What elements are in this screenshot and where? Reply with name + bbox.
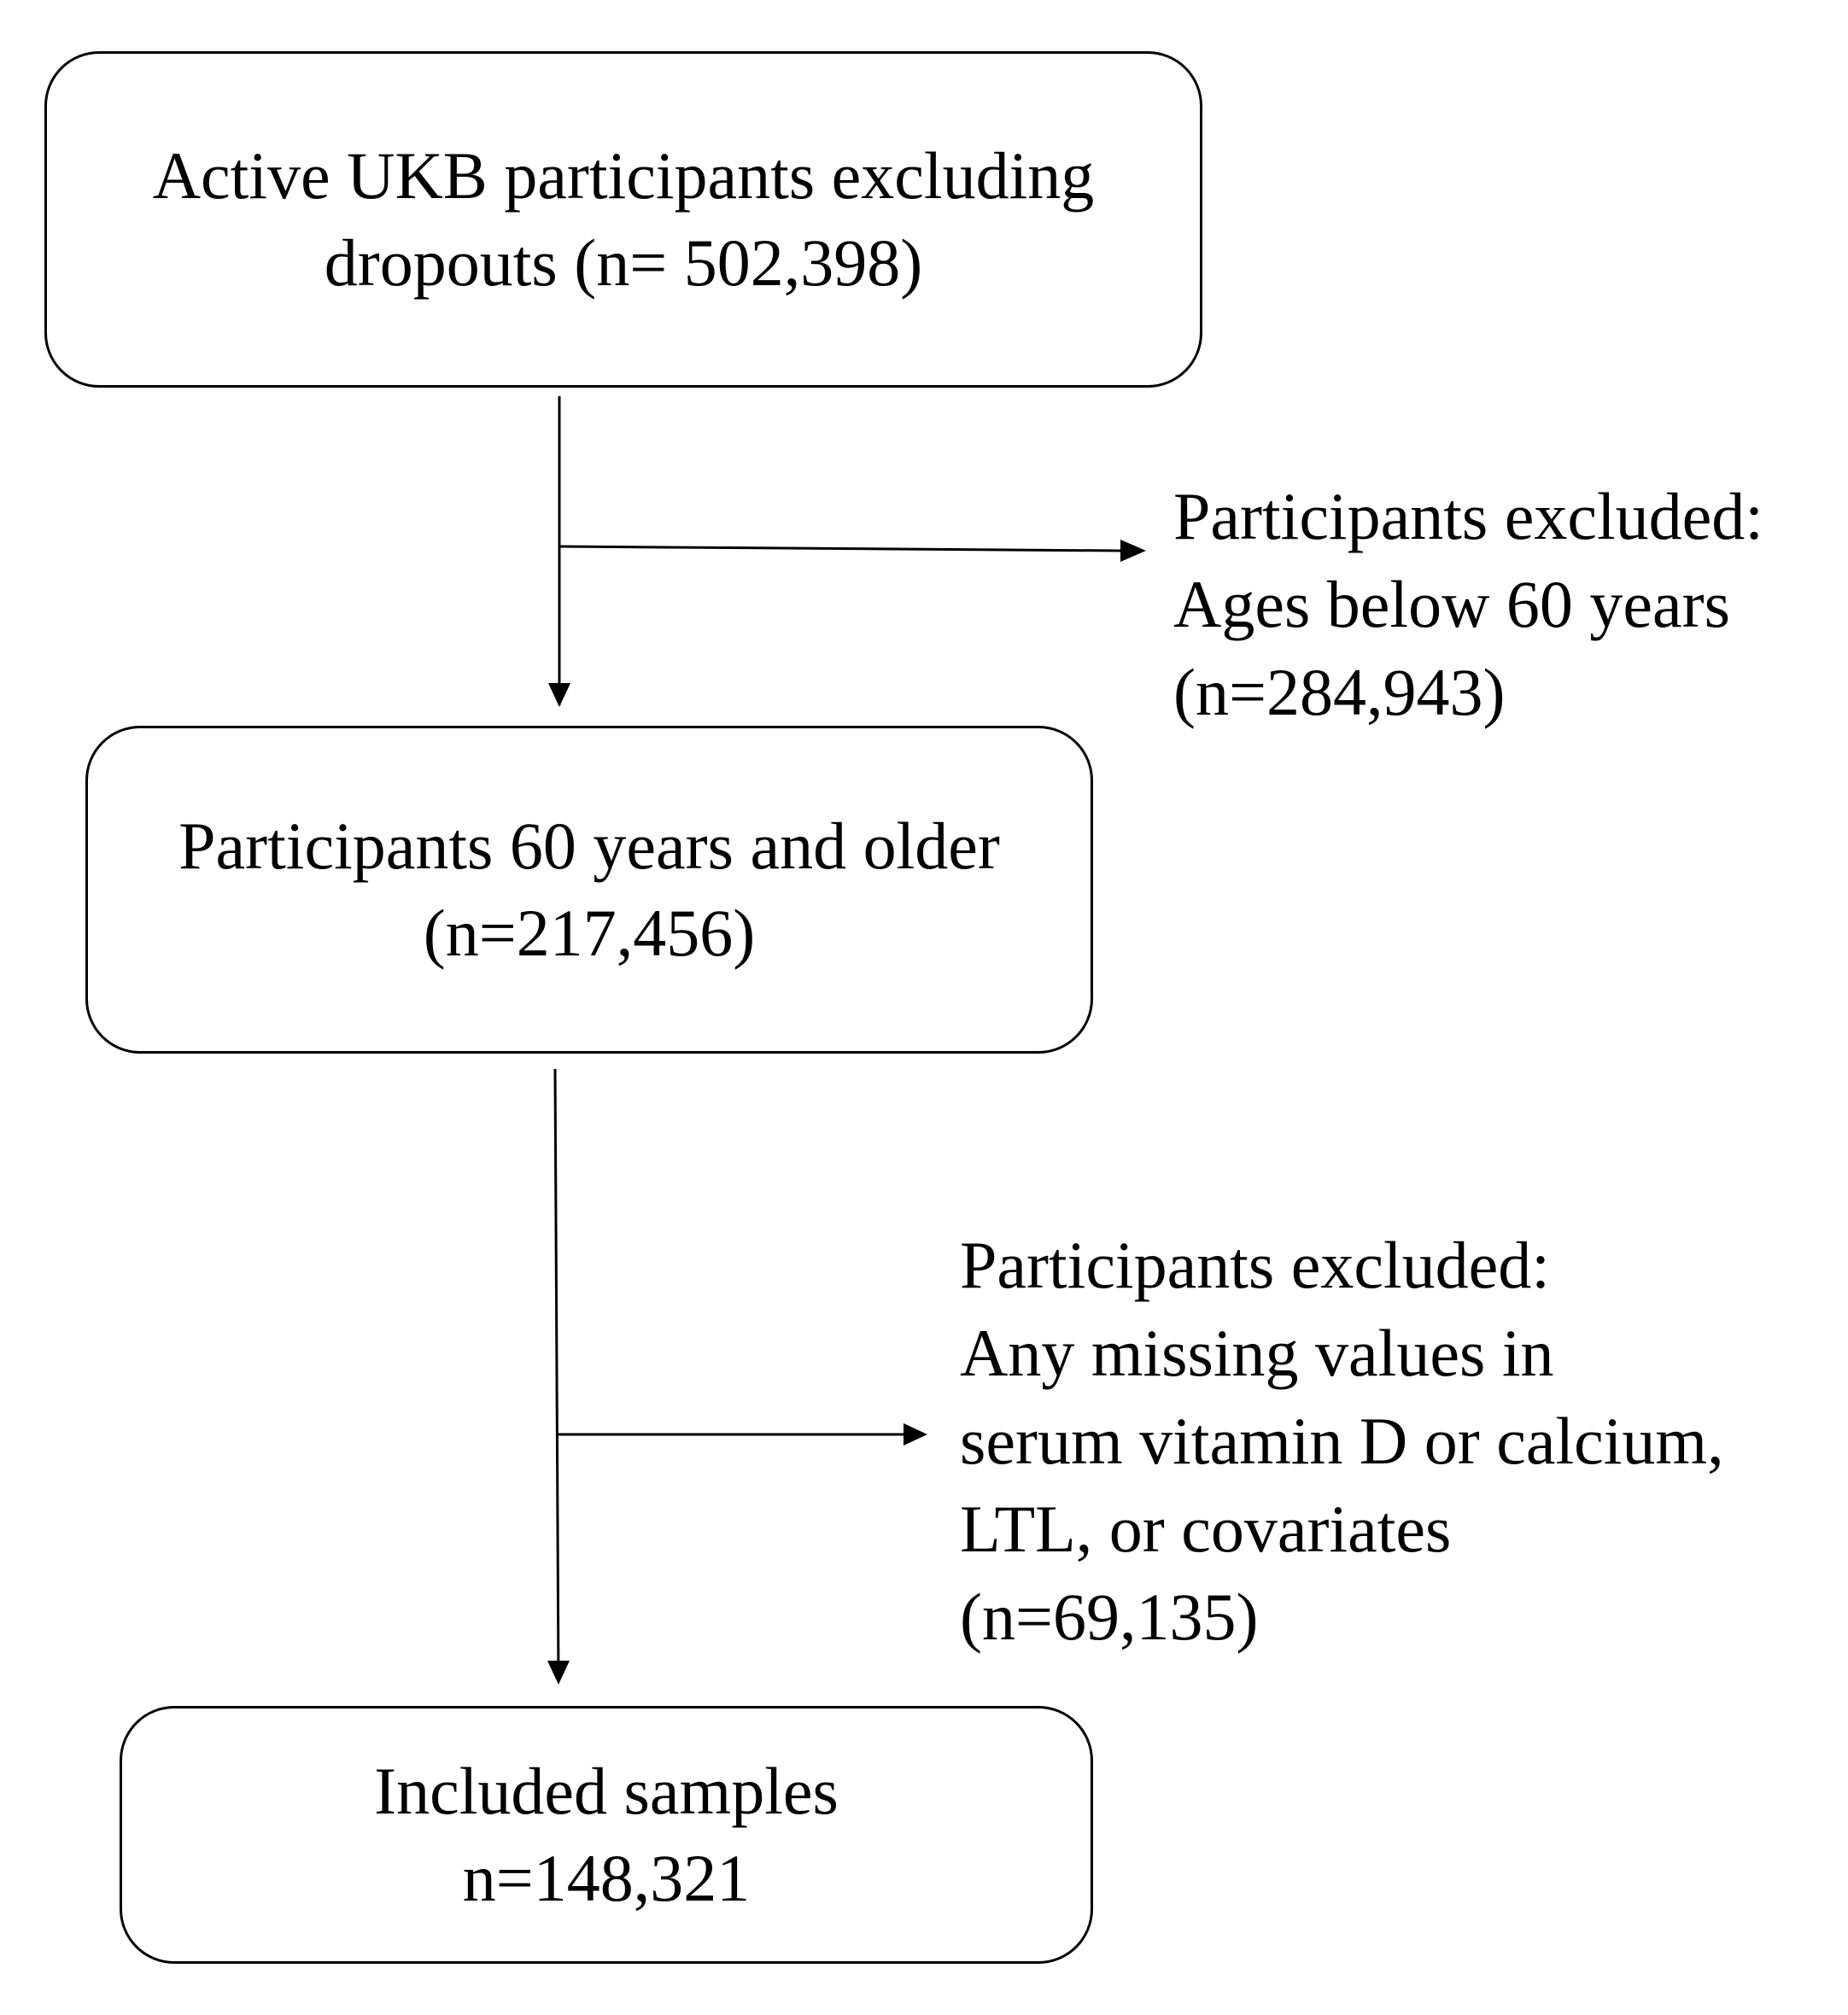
- exclusion-text-line: Participants excluded:: [960, 1228, 1550, 1302]
- box-text-line: dropouts (n= 502,398): [324, 225, 923, 300]
- exclusion-note-age: Participants excluded: Ages below 60 yea…: [1173, 472, 1763, 736]
- exclusion-text-line: serum vitamin D or calcium,: [960, 1404, 1724, 1478]
- exclusion-text-line: (n=284,943): [1173, 655, 1506, 729]
- flow-box-active-participants: Active UKB participants excluding dropou…: [44, 51, 1202, 388]
- box-text-line: Included samples: [374, 1754, 839, 1828]
- box-text-line: Participants 60 years and older: [178, 809, 1000, 883]
- arrowhead-exclusion-2: [904, 1423, 927, 1446]
- box-text-line: n=148,321: [462, 1841, 751, 1915]
- arrow-box2-to-box3: [553, 1068, 560, 1683]
- box-text-line: (n=217,456): [423, 896, 756, 970]
- arrow-branch-exclusion-1: [558, 545, 1121, 552]
- exclusion-note-missing-values: Participants excluded: Any missing value…: [960, 1221, 1724, 1661]
- arrowhead-exclusion-1: [1120, 540, 1146, 562]
- exclusion-text-line: Any missing values in: [960, 1316, 1554, 1390]
- box-text-line: Active UKB participants excluding: [152, 138, 1095, 213]
- arrowhead-box2-to-box3: [547, 1661, 570, 1685]
- flow-box-participants-60-plus: Participants 60 years and older (n=217,4…: [85, 726, 1093, 1054]
- flow-box-included-samples: Included samples n=148,321: [120, 1706, 1093, 1964]
- exclusion-text-line: (n=69,135): [960, 1580, 1259, 1654]
- exclusion-text-line: Participants excluded:: [1173, 479, 1763, 553]
- arrowhead-box1-to-box2: [548, 683, 570, 707]
- exclusion-text-line: LTL, or covariates: [960, 1492, 1452, 1566]
- exclusion-text-line: Ages below 60 years: [1173, 567, 1730, 641]
